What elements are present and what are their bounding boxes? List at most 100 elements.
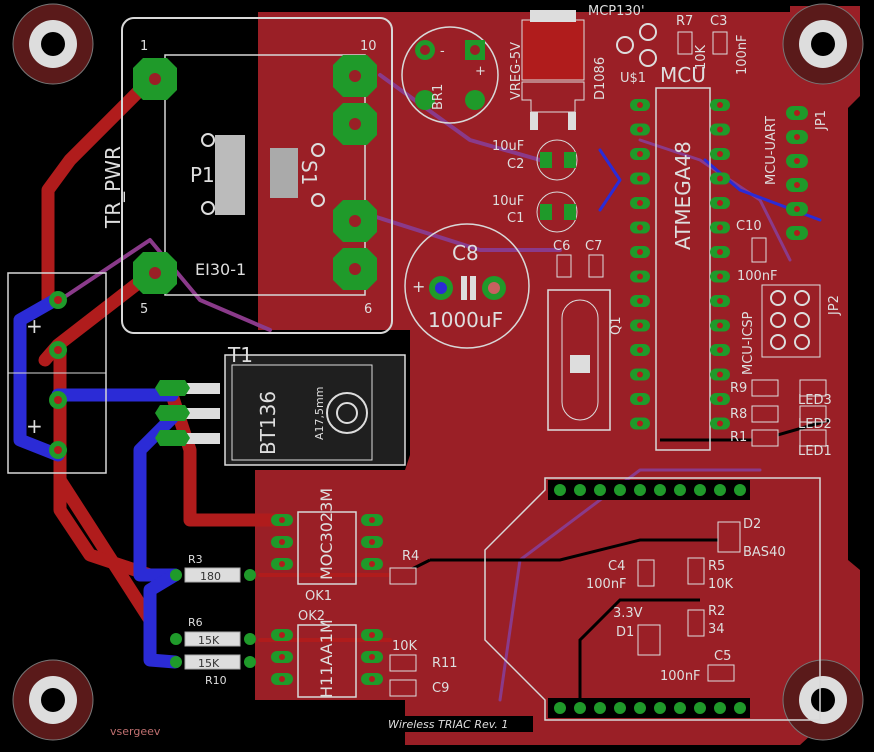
label-d1086: D1086 bbox=[593, 57, 608, 100]
header-pin bbox=[574, 702, 586, 714]
header-pin bbox=[654, 484, 666, 496]
label-ok1: OK1 bbox=[305, 589, 332, 604]
c7-capacitor bbox=[588, 254, 604, 278]
label-led2: LED2 bbox=[798, 417, 832, 432]
jp1-header bbox=[786, 106, 808, 240]
terminal-plus-2: + bbox=[26, 414, 43, 438]
label-pin6: 6 bbox=[364, 302, 372, 317]
header-pin bbox=[614, 702, 626, 714]
label-pin1: 1 bbox=[140, 39, 148, 54]
label-c4: C4 bbox=[608, 559, 625, 574]
label-c8-value: 1000uF bbox=[428, 308, 503, 332]
label-r5: R5 bbox=[708, 559, 725, 574]
header-pin bbox=[714, 702, 726, 714]
header-pin bbox=[674, 702, 686, 714]
triac-t1 bbox=[224, 354, 406, 466]
label-r7: R7 bbox=[676, 14, 693, 29]
header-pin bbox=[674, 484, 686, 496]
label-us1: U$1 bbox=[620, 71, 646, 86]
label-r11: R11 bbox=[432, 656, 458, 671]
r4-resistor bbox=[389, 567, 417, 585]
c6-capacitor bbox=[556, 254, 572, 278]
bridge-rectifier bbox=[401, 26, 499, 124]
led-resistors bbox=[751, 379, 827, 447]
header-pin bbox=[654, 702, 666, 714]
label-p1: P1 bbox=[190, 163, 215, 187]
label-mcu-icsp: MCU-ICSP bbox=[741, 311, 756, 375]
r3-resistor bbox=[184, 567, 241, 583]
label-3v3: 3.3V bbox=[613, 606, 643, 621]
label-bt136: BT136 bbox=[256, 391, 280, 455]
r10-resistor bbox=[184, 654, 241, 670]
mcu-chip bbox=[655, 87, 711, 451]
header-pin bbox=[634, 484, 646, 496]
label-tr-pwr: TR_PWR bbox=[101, 146, 125, 229]
label-c5: C5 bbox=[714, 649, 731, 664]
header-pin bbox=[574, 484, 586, 496]
jp2-pin bbox=[770, 312, 786, 328]
label-c2: C2 bbox=[507, 157, 524, 172]
header-pin bbox=[694, 702, 706, 714]
r7-resistor bbox=[677, 31, 693, 55]
ok1-pins bbox=[271, 514, 383, 570]
label-a17: A17,5mm bbox=[313, 387, 326, 440]
label-bas40: BAS40 bbox=[743, 545, 786, 560]
jp2-pin bbox=[770, 290, 786, 306]
br-plus: + bbox=[475, 64, 486, 79]
r11-resistor bbox=[389, 654, 417, 672]
module-header-top bbox=[548, 480, 750, 500]
jp2-pin bbox=[794, 334, 810, 350]
label-mcp130: MCP130' bbox=[588, 4, 645, 19]
transformer-outline bbox=[121, 17, 393, 334]
label-r7-value: 10K bbox=[694, 44, 709, 70]
header-pin bbox=[614, 484, 626, 496]
header-pin bbox=[554, 702, 566, 714]
label-c10: C10 bbox=[736, 219, 762, 234]
c4-capacitor bbox=[637, 559, 655, 587]
label-c3: C3 bbox=[710, 14, 727, 29]
wireless-module-outline bbox=[484, 477, 821, 721]
br-minus: - bbox=[440, 44, 445, 59]
r5-resistor bbox=[687, 557, 705, 585]
terminal-plus-1: + bbox=[26, 314, 43, 338]
ok2-pins bbox=[271, 629, 383, 685]
label-c7: C7 bbox=[585, 239, 602, 254]
header-pin bbox=[714, 484, 726, 496]
label-r10-value: 15K bbox=[198, 657, 220, 670]
label-led3: LED3 bbox=[798, 393, 832, 408]
r6-resistor bbox=[184, 631, 241, 647]
label-c3-value: 100nF bbox=[735, 34, 750, 75]
label-r6: R6 bbox=[188, 616, 203, 629]
label-r3: R3 bbox=[188, 553, 203, 566]
fuse-body bbox=[215, 135, 245, 215]
jp2-pin bbox=[794, 312, 810, 328]
label-pin5: 5 bbox=[140, 302, 148, 317]
header-pin bbox=[634, 702, 646, 714]
c10-capacitor bbox=[751, 237, 767, 263]
label-ok2: OK2 bbox=[298, 609, 325, 624]
copper-pour bbox=[255, 6, 860, 745]
label-r10: R10 bbox=[205, 674, 227, 687]
header-pin bbox=[734, 702, 746, 714]
c8-plus: + bbox=[412, 277, 425, 296]
label-c4-value: 100nF bbox=[586, 577, 627, 592]
c2-capacitor bbox=[536, 139, 578, 181]
header-pin bbox=[554, 484, 566, 496]
label-r4: R4 bbox=[402, 549, 419, 564]
header-pin bbox=[594, 702, 606, 714]
label-r5-value: 10K bbox=[708, 577, 734, 592]
label-board-name: Wireless TRIAC Rev. 1 bbox=[388, 718, 508, 731]
r2-resistor bbox=[687, 609, 705, 637]
vreg-body bbox=[521, 19, 585, 81]
c1-capacitor bbox=[536, 191, 578, 233]
c9-capacitor bbox=[389, 679, 417, 697]
label-h11aa1m: H11AA1M bbox=[317, 619, 336, 698]
label-c1-value: 10uF bbox=[492, 194, 524, 209]
label-r8: R8 bbox=[730, 407, 747, 422]
label-ei30: EI30-1 bbox=[195, 260, 246, 279]
label-r6-value: 15K bbox=[198, 634, 220, 647]
transformer-pads bbox=[133, 55, 377, 294]
d2-diode bbox=[717, 521, 741, 553]
label-atmega48: ATMEGA48 bbox=[671, 141, 695, 250]
